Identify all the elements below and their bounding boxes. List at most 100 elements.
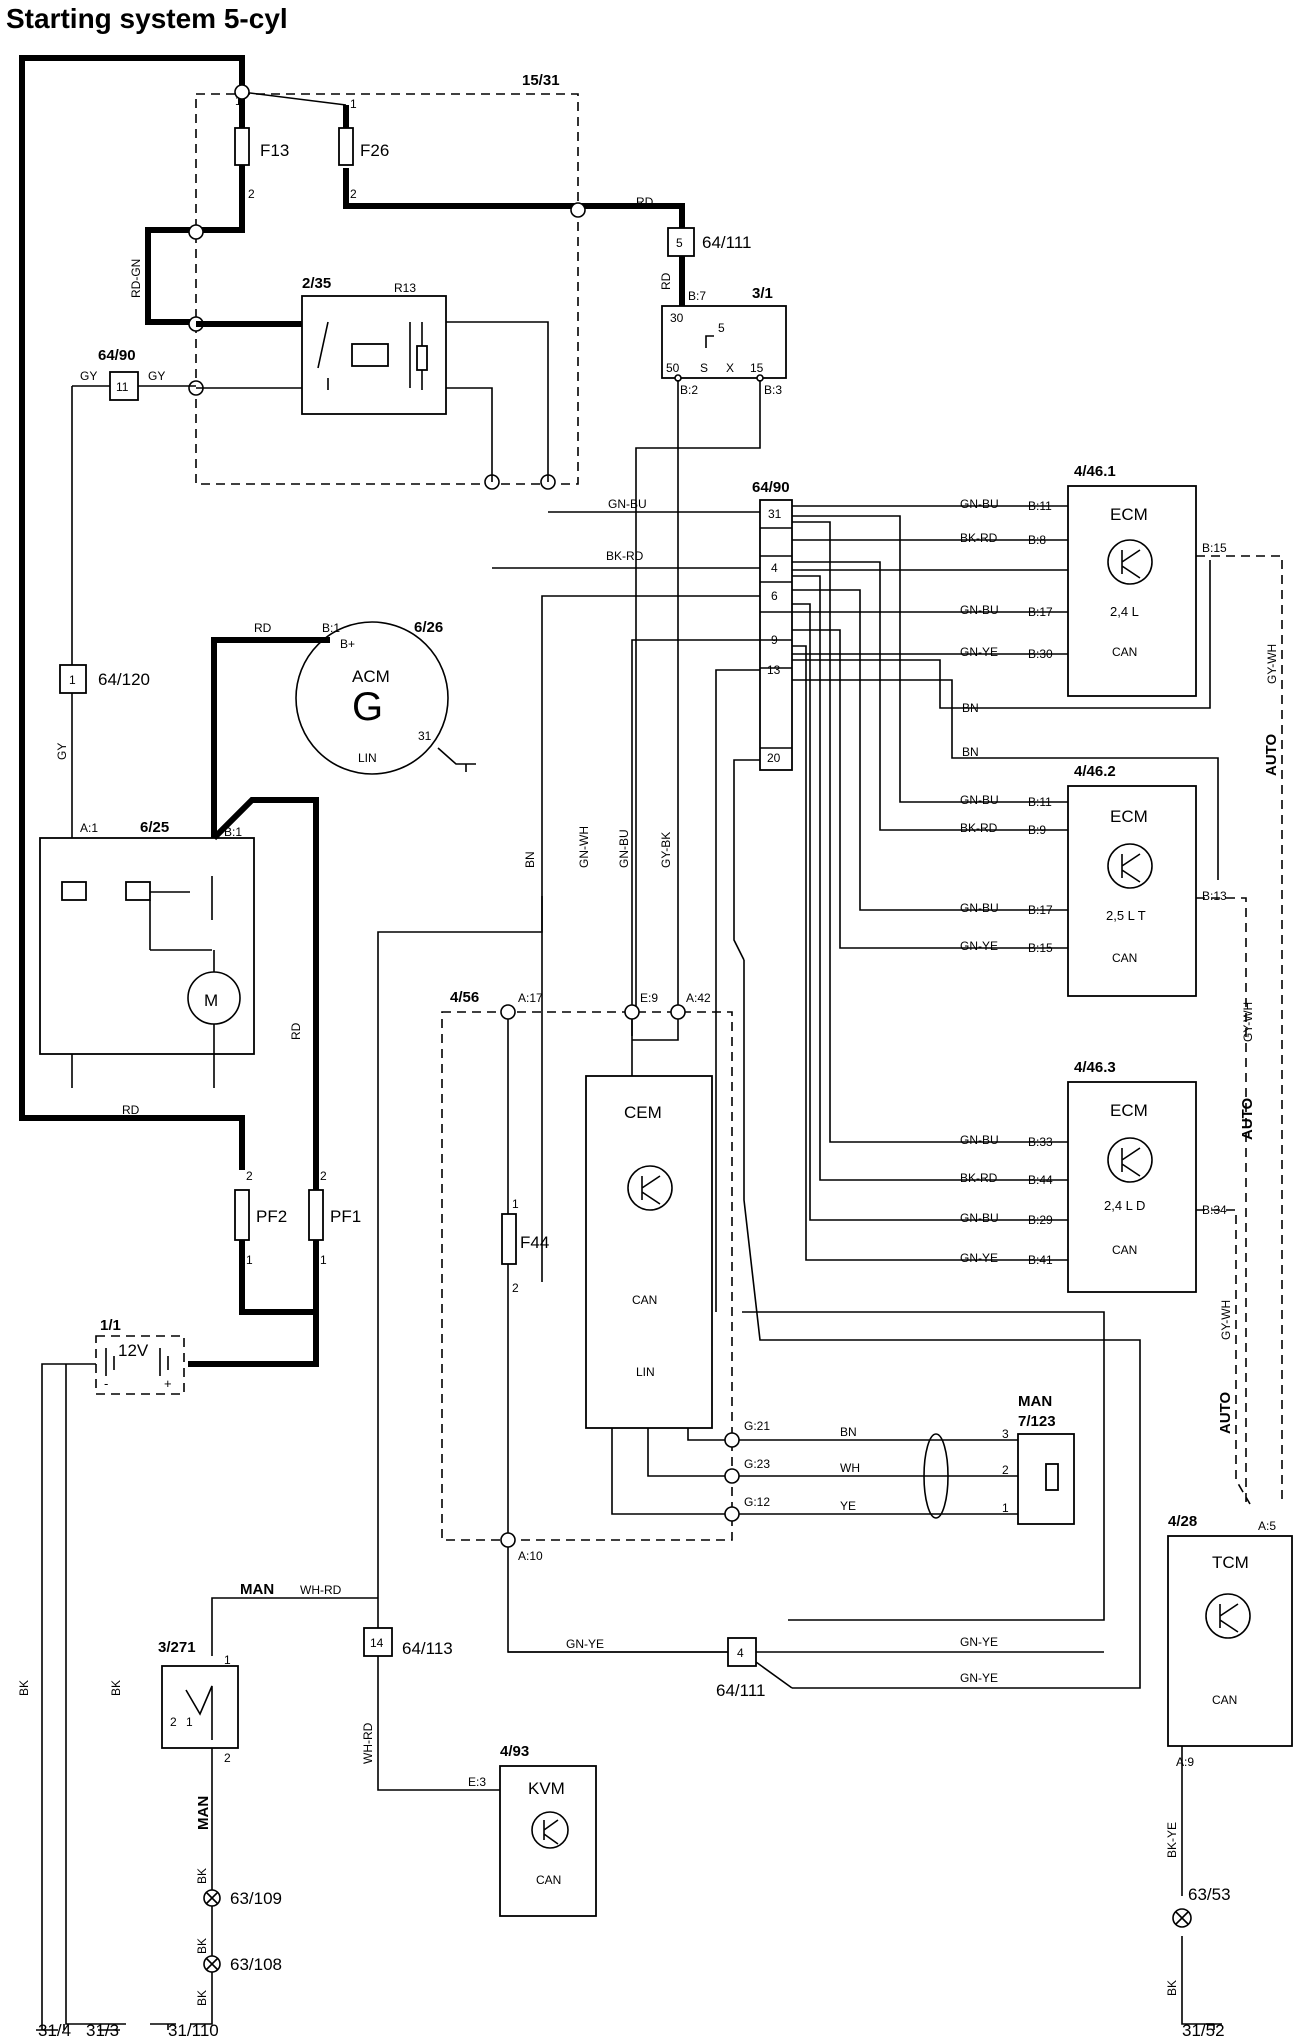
svg-text:GN-BU: GN-BU [960,603,999,617]
svg-text:5: 5 [676,236,683,250]
svg-text:RD-GN: RD-GN [129,259,143,298]
svg-text:3/1: 3/1 [752,285,773,302]
svg-text:1: 1 [224,1653,231,1667]
svg-text:2: 2 [320,1169,327,1183]
svg-text:50: 50 [666,361,680,375]
svg-text:CAN: CAN [536,1873,561,1887]
connector-64-120: 1 64/120 GY [55,664,150,760]
cem-4-56: 4/56 A:17 E:9 A:42 CEM CAN LIN F44 1 2 A… [441,989,770,1563]
svg-text:AUTO: AUTO [1263,733,1280,776]
svg-text:64/90: 64/90 [98,347,136,364]
svg-text:PF1: PF1 [330,1207,361,1226]
svg-text:GY: GY [148,369,165,383]
svg-text:BK: BK [195,1990,209,2006]
svg-text:BN: BN [962,745,979,759]
svg-text:4/46.1: 4/46.1 [1074,463,1116,480]
svg-text:MAN: MAN [240,1581,274,1598]
svg-text:1/1: 1/1 [100,1317,121,1334]
svg-text:BK-RD: BK-RD [960,821,998,835]
svg-text:63/53: 63/53 [1188,1885,1231,1904]
battery-feed-wire [19,55,245,1170]
svg-text:LIN: LIN [358,751,377,765]
svg-text:A:1: A:1 [80,821,98,835]
svg-text:LIN: LIN [636,1365,655,1379]
svg-text:GN-BU: GN-BU [960,497,999,511]
svg-text:GN-WH: GN-WH [577,826,591,868]
svg-text:13: 13 [767,663,781,677]
svg-text:3/271: 3/271 [158,1639,196,1656]
svg-text:RD: RD [122,1103,140,1117]
svg-text:B+: B+ [340,637,355,651]
svg-text:G: G [352,685,383,729]
svg-text:2: 2 [1002,1463,1009,1477]
svg-text:1: 1 [246,1253,253,1267]
svg-text:G:23: G:23 [744,1457,770,1471]
svg-text:B:11: B:11 [1028,795,1052,809]
svg-text:ECM: ECM [1110,505,1148,524]
svg-text:64/120: 64/120 [98,670,150,689]
svg-text:PF2: PF2 [256,1207,287,1226]
svg-text:CAN: CAN [1212,1693,1237,1707]
svg-text:A:42: A:42 [686,991,711,1005]
svg-text:GY-BK: GY-BK [659,832,673,868]
svg-text:B:2: B:2 [680,383,698,397]
svg-text:YE: YE [840,1499,856,1513]
svg-text:31/3: 31/3 [86,2021,119,2040]
svg-text:2,4 L D: 2,4 L D [1104,1198,1145,1213]
svg-text:64/111: 64/111 [716,1681,765,1700]
svg-text:BK-RD: BK-RD [960,1171,998,1185]
svg-text:B:8: B:8 [1028,533,1046,547]
svg-text:AUTO: AUTO [1239,1097,1256,1140]
svg-text:30: 30 [670,311,684,325]
svg-text:2/35: 2/35 [302,275,331,292]
svg-text:B:11: B:11 [1028,499,1052,513]
svg-text:RD: RD [254,621,272,635]
svg-text:GN-YE: GN-YE [960,1251,998,1265]
svg-text:4/46.2: 4/46.2 [1074,763,1116,780]
svg-text:4/56: 4/56 [450,989,479,1006]
svg-text:G:21: G:21 [744,1419,770,1433]
svg-text:15/31: 15/31 [522,72,560,89]
svg-text:F26: F26 [360,141,389,160]
svg-text:BK-RD: BK-RD [960,531,998,545]
svg-text:BK-RD: BK-RD [606,549,644,563]
svg-text:64/111: 64/111 [702,233,751,252]
svg-text:A:9: A:9 [1176,1755,1194,1769]
svg-text:RD: RD [289,1022,303,1040]
svg-text:ECM: ECM [1110,807,1148,826]
svg-text:GN-YE: GN-YE [960,939,998,953]
svg-text:E:3: E:3 [468,1775,486,1789]
svg-text:6/26: 6/26 [414,619,443,636]
svg-text:4/28: 4/28 [1168,1513,1197,1530]
diagram-title: Starting system 5-cyl [6,3,288,34]
svg-text:B:9: B:9 [1028,823,1046,837]
fuse-f13 [234,127,250,166]
svg-text:B:17: B:17 [1028,903,1053,917]
ground-point-63-53: 63/53 [1172,1885,1231,1928]
svg-text:31/4: 31/4 [38,2021,71,2040]
svg-text:1: 1 [350,97,357,111]
svg-text:2: 2 [170,1715,177,1729]
svg-text:CAN: CAN [1112,645,1137,659]
svg-text:20: 20 [767,751,781,765]
svg-text:GY: GY [80,369,97,383]
svg-text:1: 1 [186,1715,193,1729]
svg-text:BK-YE: BK-YE [1165,1822,1179,1858]
svg-text:2,4 L: 2,4 L [1110,604,1139,619]
svg-text:B:33: B:33 [1028,1135,1053,1149]
svg-text:M: M [204,991,218,1010]
svg-text:B:7: B:7 [688,289,706,303]
ecm-4-46-3: 4/46.3 ECM 2,4 L D CAN B:33 B:44 B:29 B:… [960,1059,1227,1293]
svg-text:CAN: CAN [1112,1243,1137,1257]
svg-text:BK: BK [195,1938,209,1954]
clutch-switch-3-271: 3/271 1 2 2 1 [158,1639,239,1765]
svg-text:BN: BN [523,851,537,868]
svg-text:6/25: 6/25 [140,819,169,836]
svg-text:4/93: 4/93 [500,1743,529,1760]
svg-text:WH: WH [840,1461,860,1475]
svg-text:1: 1 [1002,1501,1009,1515]
svg-text:-: - [104,1376,108,1391]
svg-text:RD: RD [659,272,673,290]
svg-text:A:10: A:10 [518,1549,543,1563]
